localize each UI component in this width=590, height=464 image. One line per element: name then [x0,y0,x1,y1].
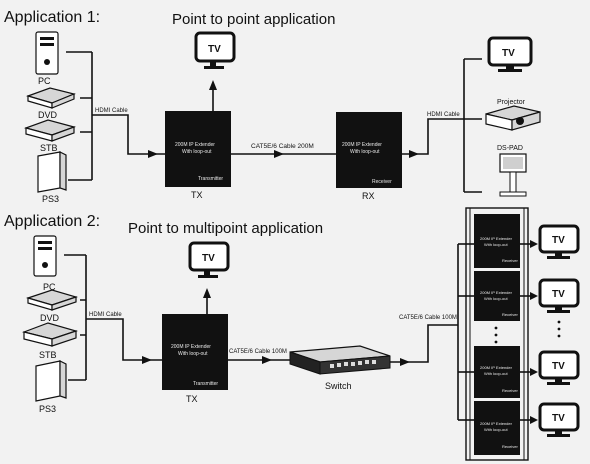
svg-text:Receiver: Receiver [502,312,518,317]
svg-text:With loop-out: With loop-out [484,296,508,301]
app2-tx-to-tv-connector [203,288,211,314]
svg-text:200M IP Extender: 200M IP Extender [342,142,382,148]
app2-hdmi-cable-label: HDMI Cable [89,312,122,318]
app2-heading: Application 2: [4,213,100,230]
app2-source-dvd-label: DVD [40,313,60,323]
svg-text:Transmitter: Transmitter [198,176,223,182]
tv-icon [538,224,580,259]
app2-title: Point to multipoint application [128,220,323,237]
receiver-rack [465,207,529,461]
svg-text:With loop-out: With loop-out [350,149,380,155]
app2-output-tv-2-label: TV [552,289,565,300]
app1-title: Point to point application [172,11,335,28]
app1-tx-to-tv-connector [209,80,217,111]
app2-switch-label: Switch [325,381,352,391]
app1-output-bus [402,58,482,193]
app1-transmitter-box: 200M IP Extender With loop-out Transmitt… [165,111,231,187]
app2-out-cable-label: CAT5E/6 Cable 100M [399,315,457,321]
svg-text:200M IP Extender: 200M IP Extender [480,236,513,241]
svg-text:With loop-out: With loop-out [484,371,508,376]
app1-receiver-box: 200M IP Extender With loop-out Receiver [336,112,402,188]
app1-out-hdmi-label: HDMI Cable [427,112,460,118]
svg-text:200M IP Extender: 200M IP Extender [480,290,513,295]
tv-icon [538,350,580,385]
app1-output-dspad-label: DS-PAD [497,145,523,152]
network-switch-icon [289,345,391,375]
app2-output-tv-4-label: TV [552,413,565,424]
svg-text:Receiver: Receiver [502,388,518,393]
app1-tv-label: TV [208,44,221,55]
app1-heading: Application 1: [4,9,100,26]
tv-icon [194,31,236,69]
dvd-player-icon [26,87,76,109]
game-console-icon [37,151,67,193]
tv-icon [188,241,230,278]
tv-icon [487,36,533,72]
svg-text:200M IP Extender: 200M IP Extender [480,421,513,426]
svg-text:Receiver: Receiver [502,258,518,263]
svg-text:Receiver: Receiver [502,444,518,449]
app2-source-pc-label: PC [43,282,56,292]
app2-cat-cable [228,356,290,364]
app2-out-cat-cable [390,244,459,420]
app2-tv-label: TV [202,253,215,264]
app1-tx-label: TX [191,190,203,200]
svg-text:200M IP Extender: 200M IP Extender [480,365,513,370]
app2-source-ps3-label: PS3 [39,404,56,414]
pc-icon [35,31,59,75]
kiosk-icon [499,153,527,197]
receiver-box: 200M IP Extender With loop-out Receiver [458,214,520,268]
dvd-player-icon [25,289,79,311]
tv-icon [538,402,580,437]
app2-transmitter-box: 200M IP Extender With loop-out Transmitt… [162,314,228,390]
app1-output-projector-label: Projector [497,99,526,106]
svg-text:Transmitter: Transmitter [193,381,218,387]
app2-output-tv-3-label: TV [552,361,565,372]
set-top-box-icon [24,119,76,142]
app1-source-bus [66,51,165,181]
svg-text:200M IP Extender: 200M IP Extender [175,142,215,148]
svg-text:With loop-out: With loop-out [484,242,508,247]
app1-rx-label: RX [362,191,375,201]
projector-icon [485,105,541,131]
app2-tx-label: TX [186,394,198,404]
app1-source-dvd-label: DVD [38,110,58,120]
app2-source-bus [64,254,162,381]
svg-text:With loop-out: With loop-out [178,351,208,357]
app1-output-tv-label: TV [502,48,515,59]
receiver-box: 200M IP Extender With loop-out Receiver [458,401,520,455]
app2-source-stb-label: STB [39,350,57,360]
app2-cat-cable-label: CAT5E/6 Cable 100M [229,349,287,355]
app2-tv-connectors [520,240,538,424]
app2-output-tv-1-label: TV [552,235,565,246]
svg-text:With loop-out: With loop-out [182,149,212,155]
svg-text:With loop-out: With loop-out [484,427,508,432]
app1-cat-cable-label: CAT5E/6 Cable 200M [251,143,314,150]
set-top-box-icon [21,322,79,347]
receiver-box: 200M IP Extender With loop-out Receiver [458,271,520,321]
app1-hdmi-cable-label: HDMI Cable [95,108,128,114]
app1-source-ps3-label: PS3 [42,194,59,204]
app1-source-stb-label: STB [40,143,58,153]
pc-icon [33,235,57,277]
more-tvs-ellipsis [557,320,561,338]
app1-source-pc-label: PC [38,76,51,86]
receiver-box: 200M IP Extender With loop-out Receiver [458,346,520,398]
svg-text:200M IP Extender: 200M IP Extender [171,344,211,350]
game-console-icon [35,360,67,402]
tv-icon [538,278,580,313]
svg-text:Receiver: Receiver [372,179,392,185]
more-receivers-ellipsis [494,326,498,344]
app1-cat-cable [231,150,336,158]
